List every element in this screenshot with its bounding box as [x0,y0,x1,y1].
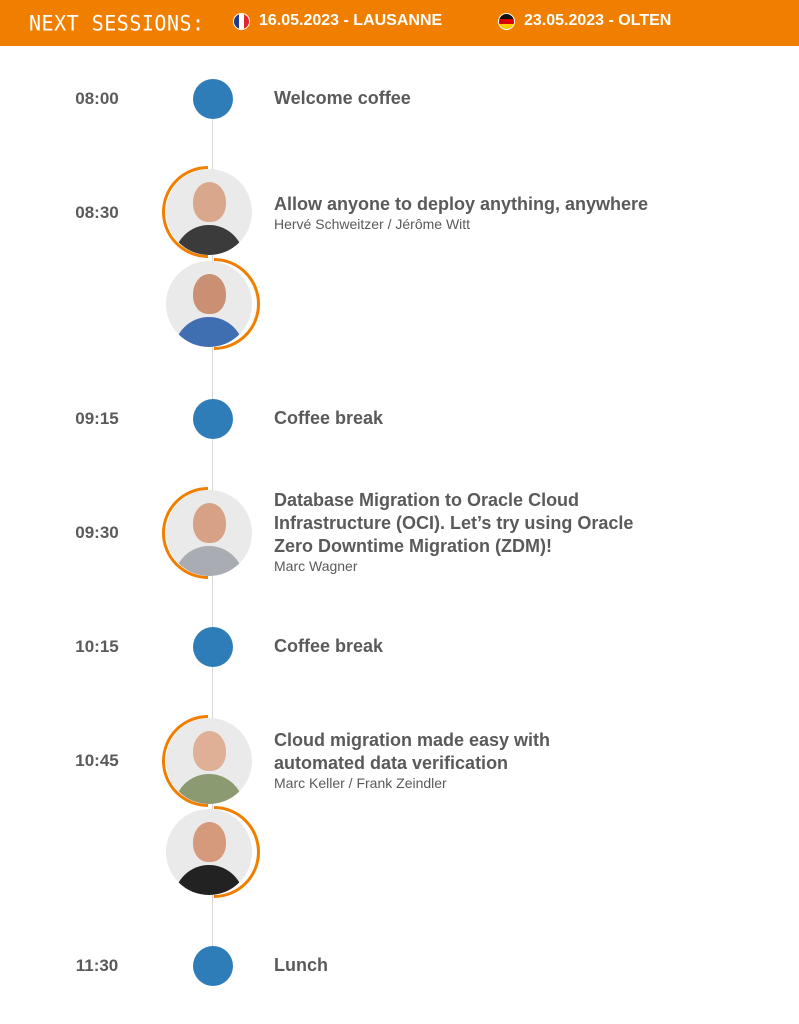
speaker-photo [166,809,252,895]
speaker-avatar [162,258,260,350]
session-olten-label: 23.05.2023 - OLTEN [524,12,672,29]
agenda-item: Allow anyone to deploy anything, anywher… [274,193,694,233]
agenda-item-title: Welcome coffee [274,88,411,108]
agenda-time: 09:30 [75,523,119,542]
speaker-avatar [162,806,260,898]
speaker-photo [166,718,252,804]
agenda-time: 11:30 [75,956,119,975]
session-olten[interactable]: 23.05.2023 - OLTEN [498,12,671,30]
agenda-item-title: Coffee break [274,636,384,656]
germany-flag-icon [498,12,515,30]
agenda-item-speakers: Marc Keller / Frank Zeindler [274,775,447,791]
timeline-dot [193,79,233,119]
speaker-photo [166,490,252,576]
agenda-item-title: Cloud migration made easy with automated… [274,730,551,773]
agenda-item-title: Lunch [274,955,328,975]
agenda-item: Cloud migration made easy with automated… [274,729,614,792]
timeline-dot [193,946,233,986]
session-lausanne-label: 16.05.2023 - LAUSANNE [259,12,443,29]
top-bar: NEXT SESSIONS: 16.05.2023 - LAUSANNE 23.… [0,0,799,46]
session-lausanne[interactable]: 16.05.2023 - LAUSANNE [233,12,442,30]
speaker-avatar [162,487,260,579]
agenda-item-title: Database Migration to Oracle Cloud Infra… [274,490,634,556]
header-title: NEXT SESSIONS: [29,10,205,36]
agenda-item-title: Allow anyone to deploy anything, anywher… [274,194,649,214]
agenda-item-speakers: Marc Wagner [274,558,358,574]
agenda-time: 10:45 [75,751,119,770]
speaker-photo [166,261,252,347]
agenda-time: 08:30 [75,203,119,222]
timeline-dot [193,399,233,439]
agenda-item-speakers: Hervé Schweitzer / Jérôme Witt [274,216,471,232]
speaker-avatar [162,166,260,258]
agenda-time: 10:15 [75,637,119,656]
timeline-dot [193,627,233,667]
speaker-avatar [162,715,260,807]
agenda-item: Database Migration to Oracle Cloud Infra… [274,489,674,575]
agenda-time: 09:15 [75,409,119,428]
agenda-time: 08:00 [75,89,119,108]
agenda-item-title: Coffee break [274,408,384,428]
speaker-photo [166,169,252,255]
france-flag-icon [233,12,250,30]
